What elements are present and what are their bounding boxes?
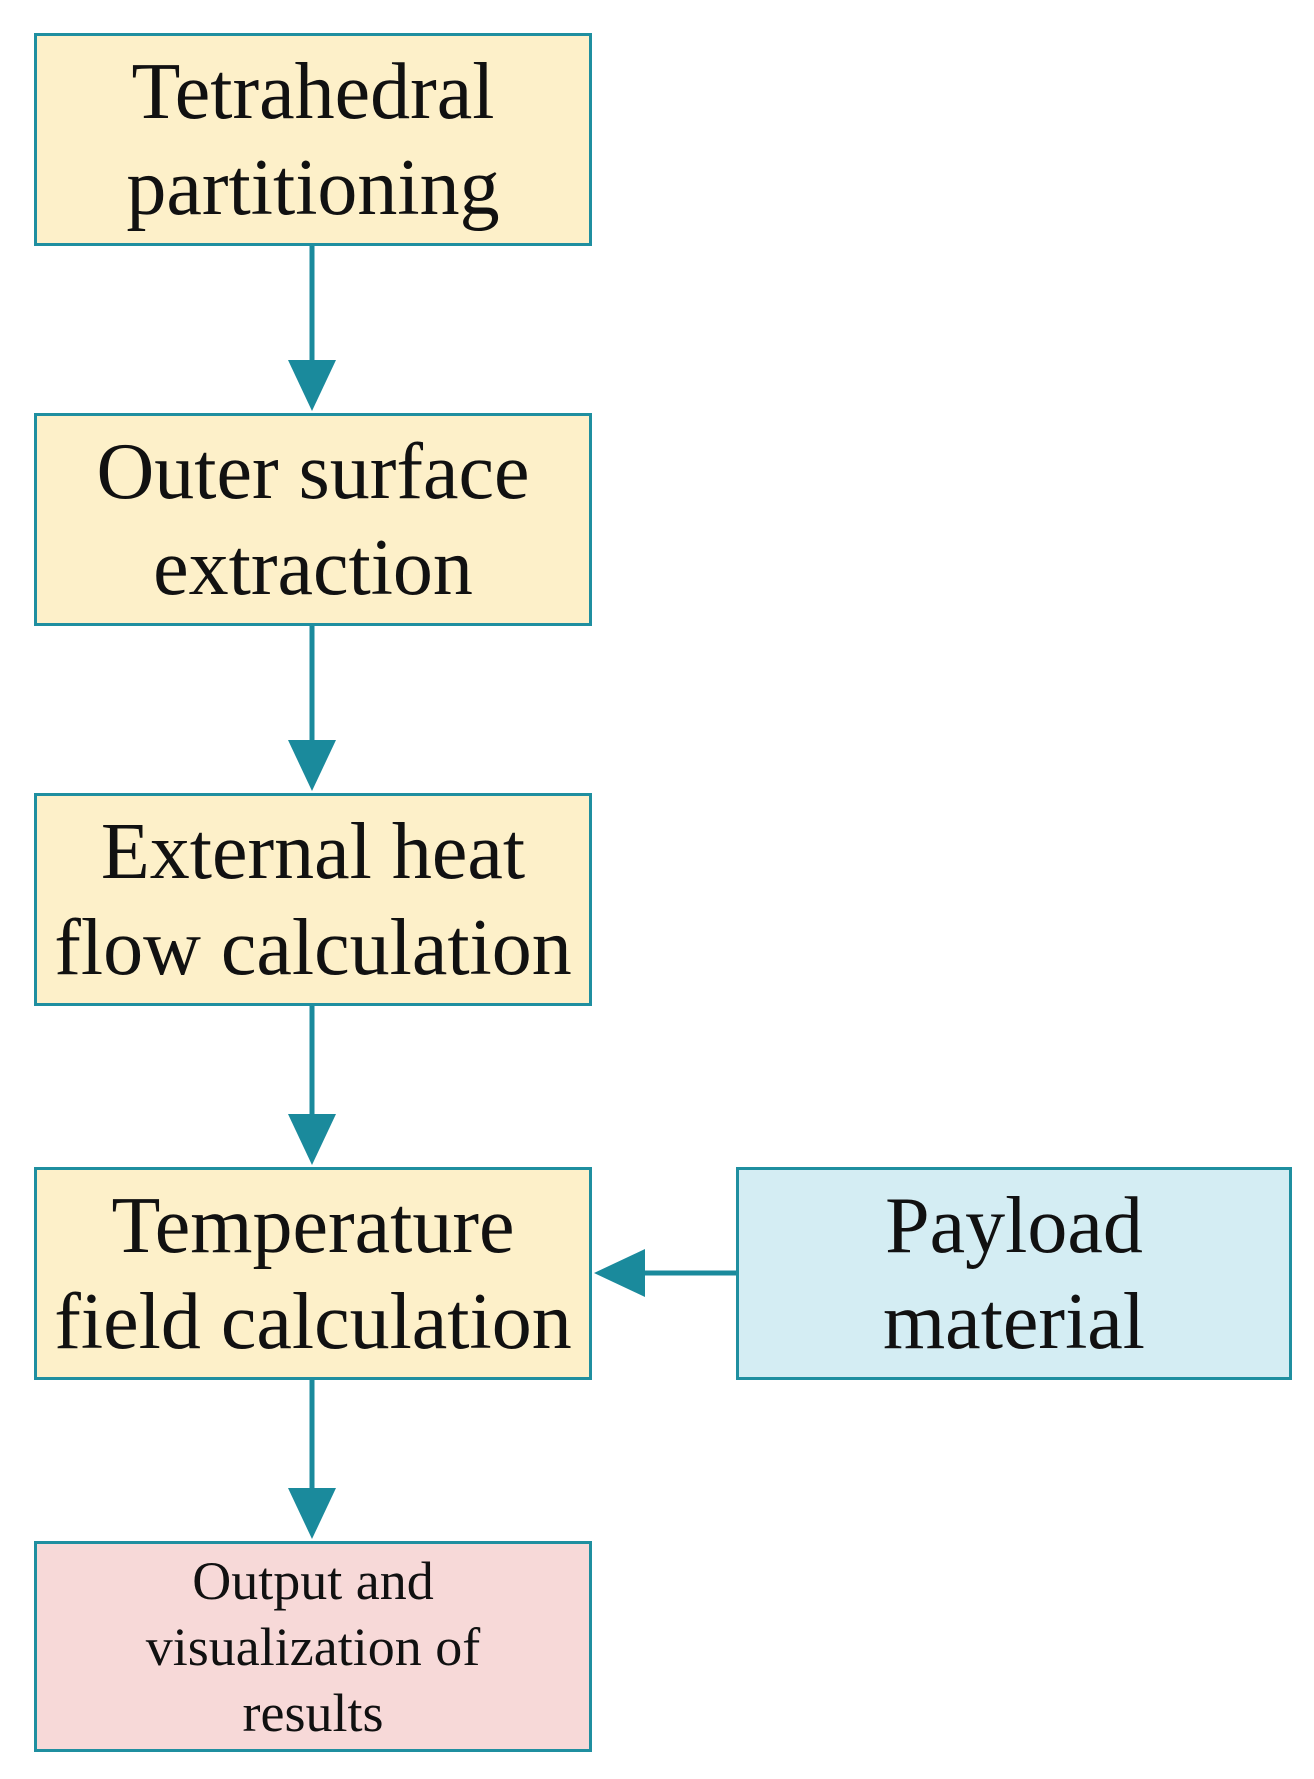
node-tetrahedral-partitioning: Tetrahedral partitioning: [34, 33, 592, 246]
arrow-head: [288, 740, 336, 791]
arrow-head: [288, 1114, 336, 1165]
arrow-head: [594, 1249, 645, 1297]
arrow-temperature-to-output: [288, 1380, 336, 1539]
arrow-head: [288, 1488, 336, 1539]
node-label: Tetrahedral partitioning: [126, 47, 500, 232]
node-label: Temperature field calculation: [54, 1181, 572, 1366]
node-label: Payload material: [882, 1181, 1146, 1366]
arrow-outer-surface-to-external-heat: [288, 626, 336, 791]
arrow-external-heat-to-temperature: [288, 1006, 336, 1165]
node-temperature-field-calculation: Temperature field calculation: [34, 1167, 592, 1380]
node-outer-surface-extraction: Outer surface extraction: [34, 413, 592, 626]
arrow-tetrahedral-to-outer-surface: [288, 246, 336, 411]
arrow-payload-to-temperature: [594, 1249, 736, 1297]
node-external-heat-flow-calculation: External heat flow calculation: [34, 793, 592, 1006]
node-label: Output and visualization of results: [145, 1550, 481, 1743]
node-output-and-visualization: Output and visualization of results: [34, 1541, 592, 1752]
arrow-head: [288, 360, 336, 411]
node-label: Outer surface extraction: [96, 427, 530, 612]
node-label: External heat flow calculation: [54, 807, 572, 992]
node-payload-material: Payload material: [736, 1167, 1292, 1380]
